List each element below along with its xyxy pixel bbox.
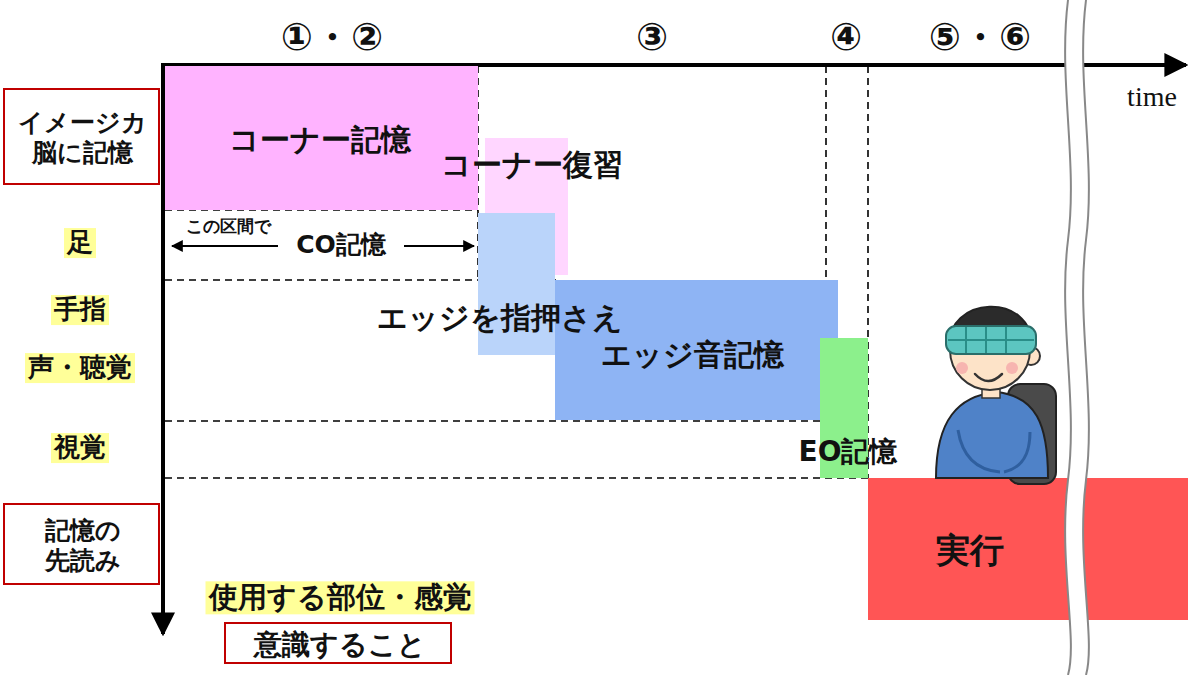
span-label: CO記憶 xyxy=(296,231,386,260)
break-line xyxy=(1083,0,1089,675)
span-arrow xyxy=(172,245,278,247)
axis-caption: 使用する部位・感覚 xyxy=(206,581,475,614)
grid-lines xyxy=(165,66,868,478)
category-box: 意識すること xyxy=(224,622,452,664)
cheek xyxy=(1006,362,1018,374)
dashed-divider xyxy=(165,420,826,422)
dashed-divider xyxy=(165,477,868,479)
person-ear xyxy=(1022,347,1040,365)
category-box: イメージカ 脳に記憶 xyxy=(3,88,160,185)
span-note: この区間で xyxy=(186,217,271,237)
mask-stripe xyxy=(948,339,1034,341)
mask-stripe xyxy=(1005,327,1007,353)
axis-label: time xyxy=(1127,81,1177,113)
person-illustration xyxy=(936,307,1056,484)
action-bar: 実行 xyxy=(868,478,1188,620)
person-neck xyxy=(982,382,1000,398)
node-text: コーナー記憶 xyxy=(229,122,411,158)
break-line xyxy=(1065,0,1071,675)
span-arrow xyxy=(404,245,474,247)
person-arm xyxy=(958,430,1000,472)
category-box: 記憶の 先読み xyxy=(3,503,160,585)
step-number: ④ xyxy=(830,16,862,60)
person-head xyxy=(950,310,1030,390)
step-number: ①・② xyxy=(281,16,383,60)
chair-back xyxy=(1008,384,1056,484)
eye-mask xyxy=(946,326,1036,354)
break-mark xyxy=(1065,0,1089,675)
person-body xyxy=(936,392,1048,478)
mask-stripe xyxy=(965,327,967,353)
row-label: 声・聴覚 xyxy=(25,353,135,383)
row-label: 視覚 xyxy=(51,433,109,463)
step-number: ③ xyxy=(636,16,668,60)
node-text: 実行 xyxy=(936,530,1004,571)
node-text: 意識すること xyxy=(254,628,426,662)
timeline-bar: エッジを指押さえ xyxy=(478,213,555,355)
node-text: EO記憶 xyxy=(799,435,898,469)
row-label: 手指 xyxy=(51,295,109,325)
timeline-bar: コーナー記憶 xyxy=(165,66,478,210)
mask-pattern xyxy=(948,327,1034,353)
timeline-bar: EO記憶 xyxy=(820,338,868,478)
mask-stripe xyxy=(985,327,987,353)
step-number: ⑤・⑥ xyxy=(929,16,1031,60)
node-text: 記憶の 先読み xyxy=(8,516,158,576)
node-text: コーナー復習 xyxy=(441,147,623,183)
smile xyxy=(975,374,1002,381)
cheek xyxy=(956,362,968,374)
node-text: エッジを指押さえ xyxy=(377,300,623,336)
break-gap xyxy=(1065,0,1089,675)
person-arm xyxy=(1004,432,1030,472)
node-text: イメージカ 脳に記憶 xyxy=(7,108,157,168)
node-text: エッジ音記憶 xyxy=(601,337,784,373)
person-hair xyxy=(950,307,1032,348)
row-label: 足 xyxy=(64,228,96,258)
